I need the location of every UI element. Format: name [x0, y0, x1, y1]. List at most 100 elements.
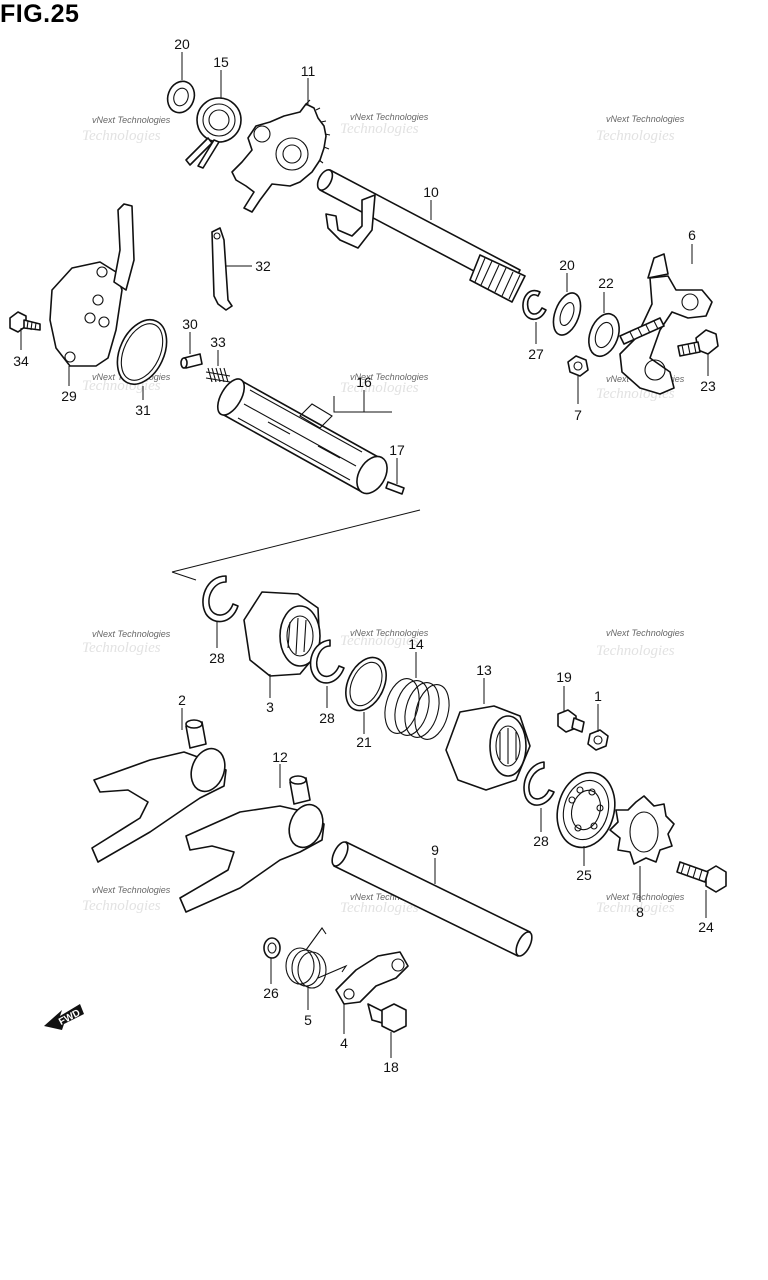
- svg-text:vNext Technologies: vNext Technologies: [92, 629, 171, 639]
- callout-29: 29: [61, 388, 77, 404]
- part-circlip-28-b: [309, 639, 345, 684]
- callout-1: 1: [594, 688, 602, 704]
- part-cam-3: [243, 591, 321, 677]
- callout-27: 27: [528, 346, 544, 362]
- part-washer-20-top: [166, 80, 196, 114]
- part-shift-fork-2: [91, 719, 227, 863]
- callout-4: 4: [340, 1035, 348, 1051]
- callout-14: 14: [408, 636, 424, 652]
- callout-12: 12: [272, 749, 288, 765]
- callout-23: 23: [700, 378, 716, 394]
- svg-text:vNext Technologies: vNext Technologies: [350, 372, 429, 382]
- callout-18: 18: [383, 1059, 399, 1075]
- svg-text:vNext Technologies: vNext Technologies: [92, 885, 171, 895]
- part-spring-5: [285, 927, 348, 989]
- part-washer-20-right: [552, 292, 582, 336]
- watermark: Technologies vNext Technologies: [596, 114, 685, 144]
- watermark: Technologies vNext Technologies: [82, 885, 171, 914]
- part-stopper-arm-4: [335, 951, 409, 1005]
- callout-24: 24: [698, 919, 714, 935]
- svg-text:Technologies: Technologies: [596, 643, 675, 659]
- watermark: Technologies vNext Technologies: [82, 115, 171, 144]
- callout-30: 30: [182, 316, 198, 332]
- callout-17: 17: [389, 442, 405, 458]
- callout-labels: 20 15 11 10 32 6 20 22 34 29 31 30 33 16…: [13, 36, 716, 1075]
- svg-text:Technologies: Technologies: [340, 900, 419, 916]
- part-bearing-25: [556, 771, 616, 849]
- callout-10: 10: [423, 184, 439, 200]
- part-gearshift-shaft-10: [316, 169, 526, 303]
- part-bolt-24: [676, 861, 727, 893]
- svg-text:Technologies: Technologies: [596, 128, 675, 144]
- part-cover-29: [49, 203, 135, 367]
- svg-text:Technologies: Technologies: [82, 640, 161, 656]
- part-spring-33: [205, 367, 231, 383]
- callout-16: 16: [356, 374, 372, 390]
- part-pin-30: [180, 353, 203, 369]
- part-spring-15: [185, 97, 242, 169]
- callout-20-right: 20: [559, 257, 575, 273]
- svg-text:Technologies: Technologies: [82, 128, 161, 144]
- callout-11: 11: [301, 63, 316, 79]
- part-spring-14: [384, 678, 450, 740]
- part-pin-17: [385, 481, 405, 495]
- callout-7: 7: [574, 407, 582, 423]
- fwd-direction-icon: FWD: [44, 1004, 84, 1030]
- callout-19: 19: [556, 669, 572, 685]
- part-shaft-9: [331, 841, 533, 957]
- svg-text:Technologies: Technologies: [82, 898, 161, 914]
- callout-5: 5: [304, 1012, 312, 1028]
- callout-8: 8: [636, 904, 644, 920]
- leader-lines: [20, 52, 709, 1058]
- svg-text:vNext Technologies: vNext Technologies: [606, 628, 685, 638]
- callout-32: 32: [255, 258, 271, 274]
- callout-15: 15: [213, 54, 229, 70]
- callout-21: 21: [356, 734, 372, 750]
- part-circlip-28-c: [523, 761, 555, 806]
- part-o-ring-31: [116, 319, 168, 385]
- part-cam-13: [445, 705, 531, 791]
- callout-20: 20: [174, 36, 190, 52]
- callout-13: 13: [476, 662, 492, 678]
- callout-28-c: 28: [533, 833, 549, 849]
- callout-25: 25: [576, 867, 592, 883]
- svg-text:vNext Technologies: vNext Technologies: [350, 892, 429, 902]
- part-washer-21: [345, 656, 387, 712]
- callout-3: 3: [266, 699, 274, 715]
- part-shift-drum-16: [216, 378, 388, 495]
- callout-28-a: 28: [209, 650, 225, 666]
- part-circlip-28-a: [202, 575, 239, 623]
- part-clip-32: [211, 227, 233, 311]
- svg-text:Technologies: Technologies: [596, 900, 675, 916]
- part-nut-1: [587, 729, 609, 751]
- svg-text:Technologies: Technologies: [340, 633, 419, 649]
- svg-text:Technologies: Technologies: [340, 121, 419, 137]
- part-gearshift-arm-11: [231, 99, 331, 213]
- callout-2: 2: [178, 692, 186, 708]
- part-bearing-22: [588, 312, 620, 358]
- callout-6: 6: [688, 227, 696, 243]
- svg-text:vNext Technologies: vNext Technologies: [606, 114, 685, 124]
- part-bolt-18: [367, 1003, 407, 1033]
- part-lever-6: [619, 253, 713, 395]
- callout-31: 31: [135, 402, 151, 418]
- svg-text:Technologies: Technologies: [340, 380, 419, 396]
- part-gear-8: [609, 795, 675, 865]
- svg-text:vNext Technologies: vNext Technologies: [92, 115, 171, 125]
- part-bolt-23: [677, 329, 719, 357]
- callout-33: 33: [210, 334, 226, 350]
- callout-28-b: 28: [319, 710, 335, 726]
- part-washer-26: [263, 937, 281, 959]
- svg-text:vNext Technologies: vNext Technologies: [606, 892, 685, 902]
- svg-text:vNext Technologies: vNext Technologies: [350, 628, 429, 638]
- svg-text:vNext Technologies: vNext Technologies: [350, 112, 429, 122]
- part-circlip-27: [522, 289, 547, 321]
- part-screw-19: [557, 709, 585, 733]
